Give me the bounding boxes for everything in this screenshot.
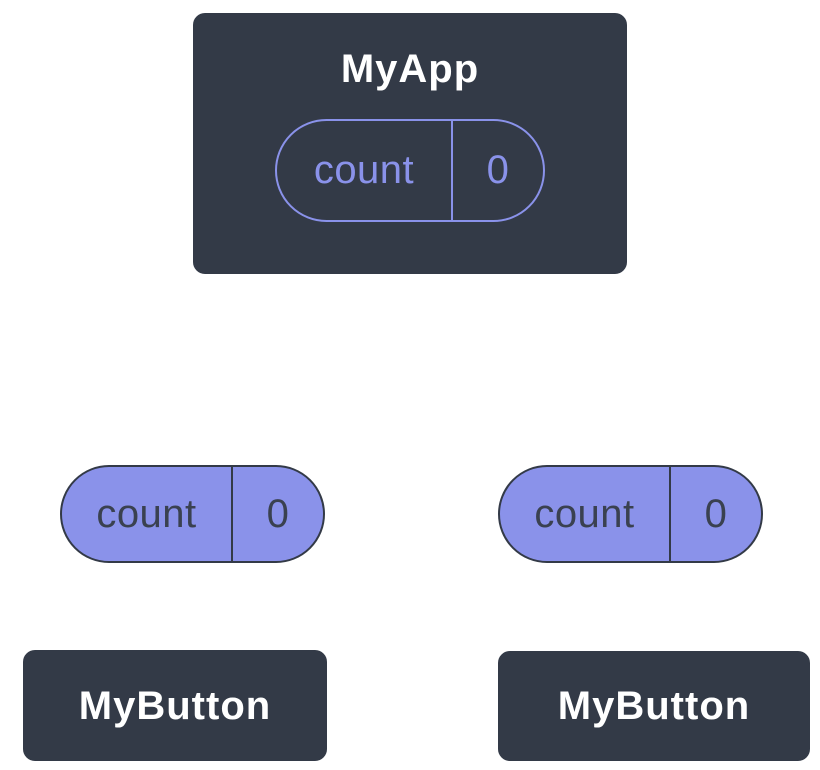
prop-pill-right: count 0 [498, 465, 763, 563]
arrow-down-right-icon [614, 563, 650, 645]
arrow-down-left-icon [175, 563, 211, 645]
mybutton-right-title: MyButton [557, 684, 751, 728]
branch-left-line [190, 274, 413, 466]
prop-pill-right-value: 0 [669, 467, 761, 561]
myapp-node-title: MyApp [340, 47, 480, 91]
state-pill-value: 0 [451, 121, 543, 220]
branch-right-line [407, 274, 635, 466]
prop-pill-right-label: count [534, 491, 635, 536]
state-pill: count 0 [275, 119, 545, 222]
prop-pill-left-value: 0 [231, 467, 323, 561]
mybutton-node-left: MyButton [20, 647, 330, 764]
prop-pill-left-label: count [96, 491, 197, 536]
state-pill-label: count [313, 148, 415, 192]
myapp-node: MyApp count 0 [190, 10, 630, 277]
mybutton-node-right: MyButton [495, 648, 813, 764]
prop-pill-left: count 0 [60, 465, 325, 563]
mybutton-left-title: MyButton [78, 683, 272, 728]
